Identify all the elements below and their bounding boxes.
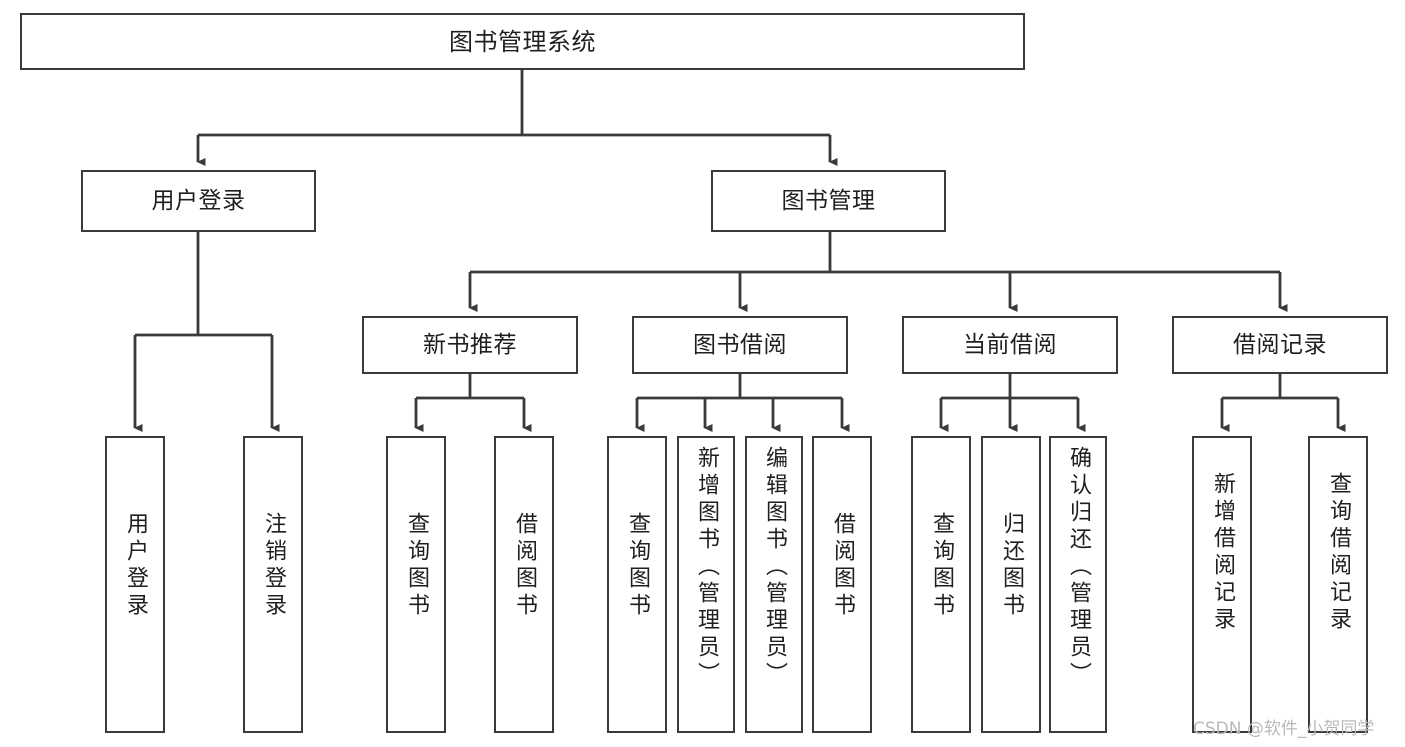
node-label: 确认归还（管理员）	[1066, 446, 1091, 689]
node-label: 图书借阅	[693, 331, 787, 358]
node-label: 查询图书	[404, 512, 429, 620]
leaf-query-borrow-record[interactable]: 查询借阅记录	[1308, 436, 1368, 733]
node-label: 新增图书（管理员）	[694, 446, 719, 689]
node-user-login[interactable]: 用户登录	[81, 170, 316, 232]
node-book-management[interactable]: 图书管理	[711, 170, 946, 232]
node-label: 新书推荐	[423, 331, 517, 358]
leaf-confirm-return-admin[interactable]: 确认归还（管理员）	[1049, 436, 1107, 733]
node-label: 编辑图书（管理员）	[762, 446, 787, 689]
node-label: 当前借阅	[963, 331, 1057, 358]
leaf-user-login[interactable]: 用户登录	[105, 436, 165, 733]
node-borrow-record[interactable]: 借阅记录	[1172, 316, 1388, 374]
node-label: 借阅图书	[512, 512, 537, 620]
leaf-add-borrow-record[interactable]: 新增借阅记录	[1192, 436, 1252, 733]
leaf-add-book-admin[interactable]: 新增图书（管理员）	[677, 436, 735, 733]
node-label: 用户登录	[123, 512, 148, 620]
leaf-edit-book-admin[interactable]: 编辑图书（管理员）	[745, 436, 803, 733]
node-label: 查询图书	[625, 512, 650, 620]
leaf-query-book-recommend[interactable]: 查询图书	[386, 436, 446, 733]
leaf-borrow-book-borrow[interactable]: 借阅图书	[812, 436, 872, 733]
node-book-borrow[interactable]: 图书借阅	[632, 316, 848, 374]
node-label: 借阅图书	[830, 512, 855, 620]
leaf-borrow-book-recommend[interactable]: 借阅图书	[494, 436, 554, 733]
leaf-query-book-current[interactable]: 查询图书	[911, 436, 971, 733]
node-label: 查询借阅记录	[1326, 472, 1351, 634]
node-label: 用户登录	[151, 187, 246, 214]
node-root-book-management-system[interactable]: 图书管理系统	[20, 13, 1025, 70]
node-label: 注销登录	[261, 512, 286, 620]
node-label: 归还图书	[999, 512, 1024, 620]
node-label: 新增借阅记录	[1210, 472, 1235, 634]
leaf-query-book-borrow[interactable]: 查询图书	[607, 436, 667, 733]
node-label: 图书管理系统	[449, 27, 596, 56]
node-current-borrow[interactable]: 当前借阅	[902, 316, 1118, 374]
node-new-book-recommend[interactable]: 新书推荐	[362, 316, 578, 374]
leaf-logout-login[interactable]: 注销登录	[243, 436, 303, 733]
leaf-return-book[interactable]: 归还图书	[981, 436, 1041, 733]
node-label: 借阅记录	[1233, 331, 1327, 358]
csdn-watermark: CSDN @软件_小贺同学	[1193, 719, 1375, 739]
node-label: 查询图书	[929, 512, 954, 620]
node-label: 图书管理	[781, 187, 876, 214]
